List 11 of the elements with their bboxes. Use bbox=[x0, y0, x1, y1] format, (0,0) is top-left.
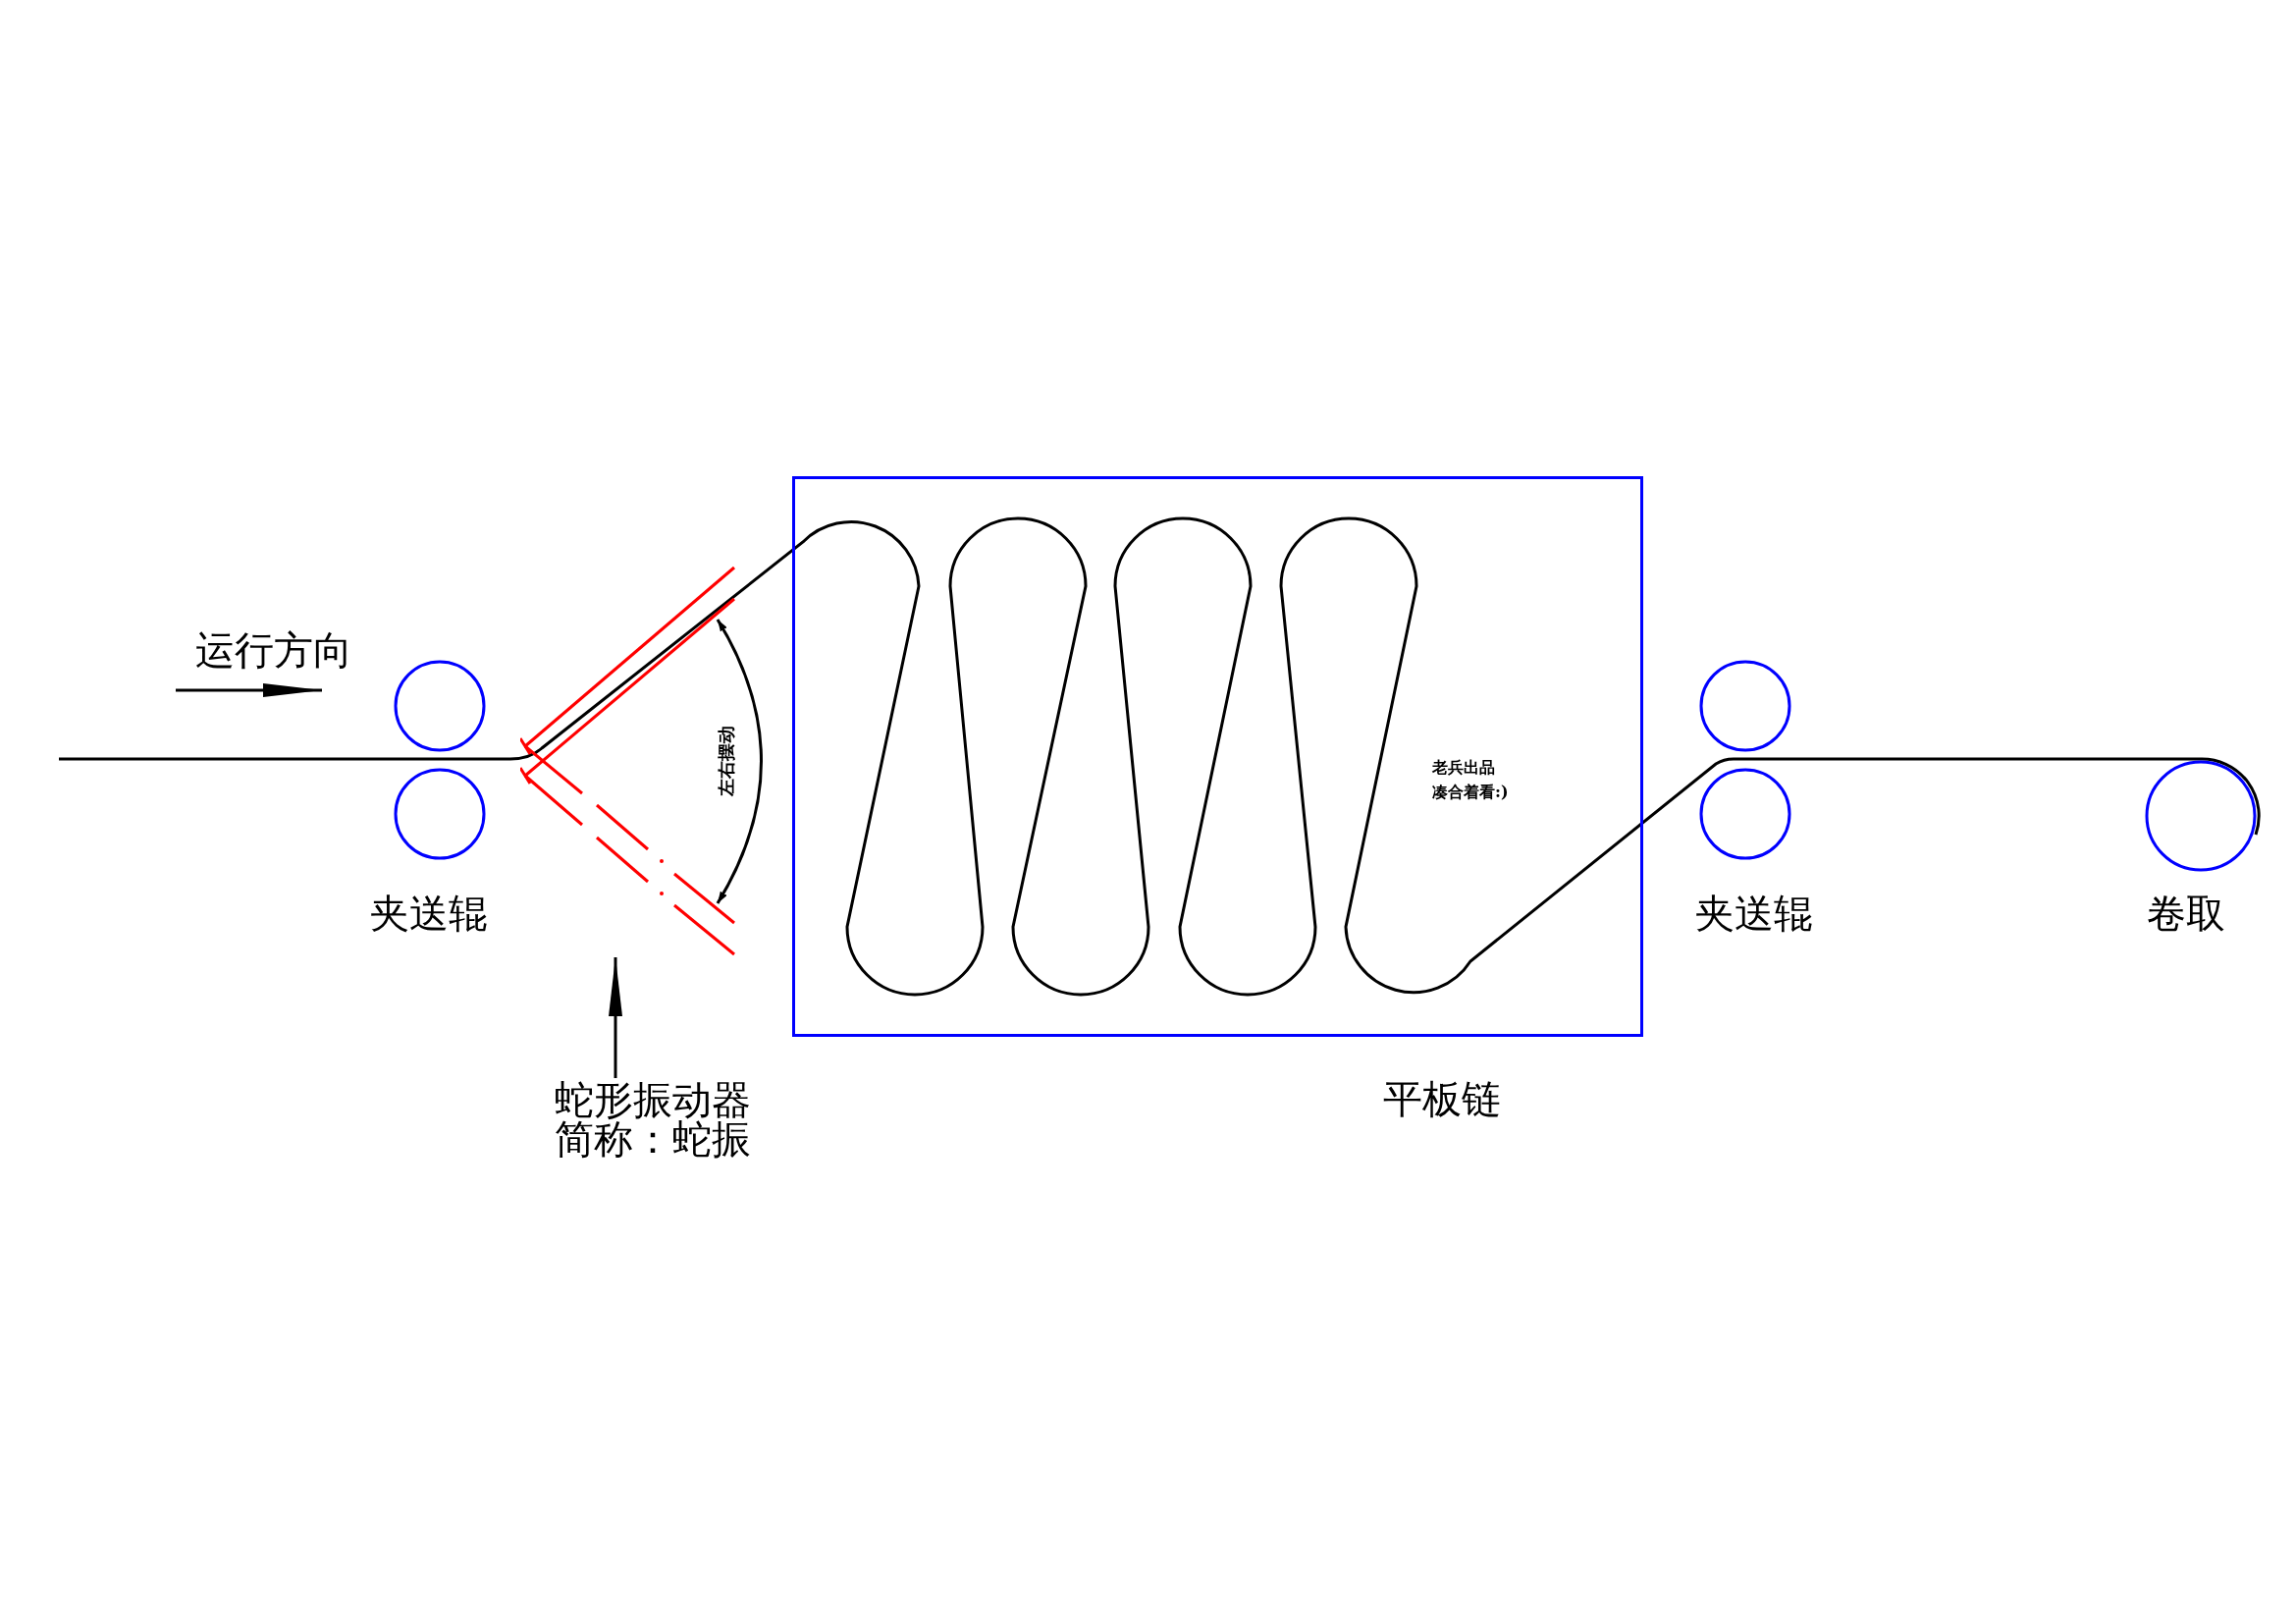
conveyor-label: 平板链 bbox=[1383, 1077, 1501, 1120]
device-alias-label: 简称：蛇振 bbox=[555, 1119, 751, 1159]
note-text: 凑合着看:) bbox=[1432, 783, 1509, 802]
swing-label: 左右摆动 bbox=[716, 726, 737, 796]
note-text: 老兵出品 bbox=[1432, 758, 1495, 778]
leader-arrow bbox=[609, 957, 622, 1078]
pinch-roll-label: 夹送辊 bbox=[370, 892, 488, 935]
pinch-roll-label: 夹送辊 bbox=[1695, 892, 1813, 935]
coiler-label: 卷取 bbox=[2147, 892, 2225, 935]
device-name-label: 蛇形振动器 bbox=[555, 1080, 751, 1119]
direction-label: 运行方向 bbox=[195, 628, 352, 672]
